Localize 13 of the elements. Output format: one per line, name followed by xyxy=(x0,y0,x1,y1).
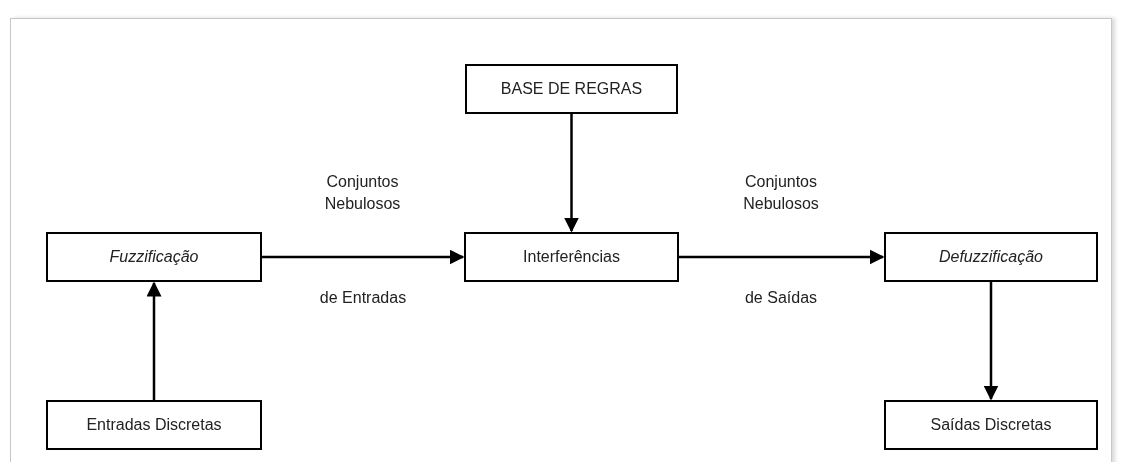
process-box: Interferências xyxy=(464,232,679,282)
arrow xyxy=(262,249,465,265)
arrow xyxy=(679,249,885,265)
arrow xyxy=(146,281,162,400)
process-box: Entradas Discretas xyxy=(46,400,262,450)
arrow xyxy=(564,114,579,233)
process-box: Defuzzificação xyxy=(884,232,1098,282)
process-box: Fuzzificação xyxy=(46,232,262,282)
text-label: de Saídas xyxy=(743,288,819,308)
process-box: Saídas Discretas xyxy=(884,400,1098,450)
process-box: BASE DE REGRAS xyxy=(465,64,678,114)
text-label: de Entradas xyxy=(318,288,408,308)
arrow xyxy=(983,282,999,401)
